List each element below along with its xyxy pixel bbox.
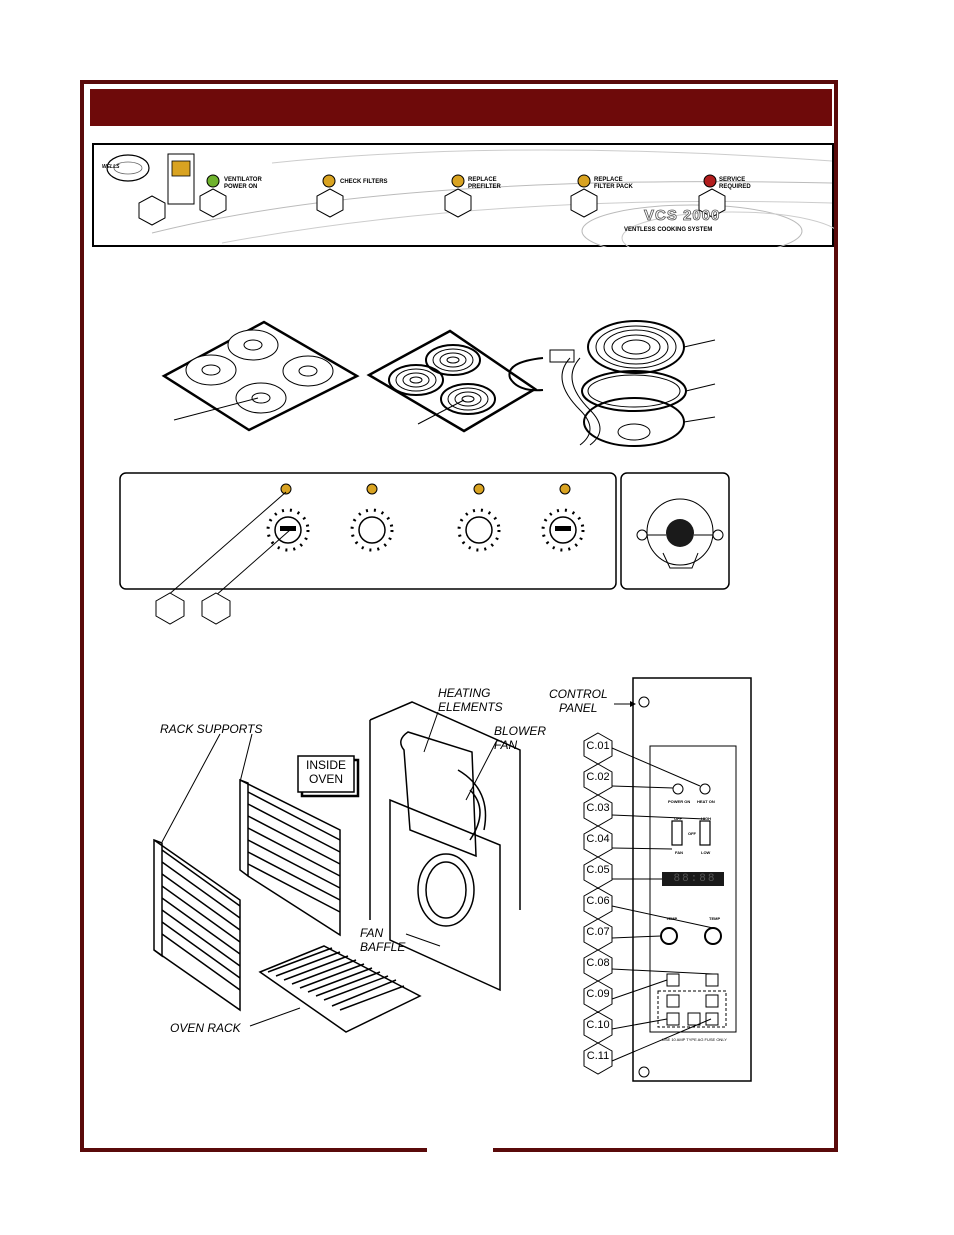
burner-knob bbox=[274, 516, 302, 544]
burner-control-panel bbox=[119, 472, 730, 625]
indicator-light bbox=[577, 174, 591, 188]
main-power-switch bbox=[666, 519, 694, 547]
fan-baffle bbox=[389, 798, 501, 992]
oven-interior-illustration bbox=[153, 701, 521, 1033]
temp-knob-left bbox=[660, 927, 678, 945]
oven-rack bbox=[258, 945, 422, 1033]
callout-c07: C.07 bbox=[586, 926, 610, 938]
callout-c02: C.02 bbox=[586, 771, 610, 783]
callout-hex bbox=[444, 188, 472, 218]
indicator-light bbox=[206, 174, 220, 188]
indicator-label: POWER ON bbox=[224, 184, 258, 190]
control-panel-label: PANEL bbox=[559, 701, 598, 715]
temp-knob-right bbox=[704, 927, 722, 945]
indicator-light bbox=[451, 174, 465, 188]
callout-hex bbox=[570, 188, 598, 218]
callout-c09: C.09 bbox=[586, 988, 610, 1000]
callout-hex bbox=[316, 188, 344, 218]
keypad-button bbox=[705, 973, 719, 987]
power-on-light bbox=[672, 783, 684, 795]
indicator-light bbox=[473, 483, 485, 495]
heat-on-light bbox=[699, 783, 711, 795]
section-title-bar bbox=[90, 89, 832, 126]
cooktop-illustrations bbox=[161, 320, 716, 447]
low-text: LOW bbox=[701, 850, 711, 855]
logo-text: WELLS bbox=[102, 164, 120, 170]
indicator-label: REPLACE bbox=[468, 177, 497, 183]
indicator-label: REPLACE bbox=[594, 177, 623, 183]
callout-c06: C.06 bbox=[586, 895, 610, 907]
heating-elements-label: ELEMENTS bbox=[438, 700, 503, 714]
keypad-button bbox=[666, 994, 680, 1008]
indicator-label: FILTER PACK bbox=[594, 184, 633, 190]
indicator-label: REQUIRED bbox=[719, 184, 751, 190]
oven-rack-label: OVEN RACK bbox=[170, 1021, 241, 1035]
fan-baffle-label: BAFFLE bbox=[360, 940, 406, 954]
fan-baffle-label: FAN bbox=[360, 926, 384, 940]
keypad-button bbox=[666, 1012, 680, 1026]
burner-knob bbox=[358, 516, 386, 544]
rack-supports-label: RACK SUPPORTS bbox=[160, 722, 263, 736]
indicator-label: PREFILTER bbox=[468, 184, 501, 190]
off-text: OFF bbox=[688, 831, 696, 836]
burner-knob bbox=[465, 516, 493, 544]
oven-control-panel bbox=[583, 677, 752, 1082]
callout-c10: C.10 bbox=[586, 1019, 610, 1031]
callout-hex bbox=[201, 592, 231, 625]
callout-hex bbox=[155, 592, 185, 625]
off-text: OFF bbox=[674, 816, 682, 821]
heating-elements-label: HEATING bbox=[438, 686, 491, 700]
timer-display bbox=[662, 872, 724, 886]
callout-c03: C.03 bbox=[586, 802, 610, 814]
temp-text: TEMP bbox=[666, 916, 678, 921]
callout-hex bbox=[199, 188, 227, 218]
high-text: HIGH bbox=[701, 816, 711, 821]
burner-knob bbox=[549, 516, 577, 544]
control-panel-label: CONTROL bbox=[549, 687, 608, 701]
indicator-label: CHECK FILTERS bbox=[340, 179, 388, 185]
timer-display-text: 88:88 bbox=[673, 873, 717, 885]
indicator-light bbox=[280, 483, 292, 495]
indicator-light bbox=[703, 174, 717, 188]
inside-oven-label: OVEN bbox=[308, 772, 343, 786]
callout-hex bbox=[138, 195, 166, 226]
blower-fan-label: FAN bbox=[494, 738, 518, 752]
frame-gap bbox=[427, 1146, 493, 1158]
model-name: VCS 2000 bbox=[644, 207, 721, 225]
fan-text: FAN bbox=[675, 850, 683, 855]
indicator-light bbox=[322, 174, 336, 188]
ventilator-status-panel bbox=[92, 143, 834, 247]
callout-c11: C.11 bbox=[586, 1050, 610, 1062]
inside-oven-box bbox=[297, 755, 355, 793]
indicator-label: VENTILATOR bbox=[224, 177, 262, 183]
indicator-light bbox=[559, 483, 571, 495]
power-on-text: POWER ON bbox=[668, 799, 691, 804]
callout-c01: C.01 bbox=[586, 740, 610, 752]
callout-c08: C.08 bbox=[586, 957, 610, 969]
indicator-light bbox=[366, 483, 378, 495]
callout-c05: C.05 bbox=[586, 864, 610, 876]
keypad-button bbox=[705, 1012, 719, 1026]
heat-switch bbox=[699, 820, 711, 846]
callout-c04: C.04 bbox=[586, 833, 610, 845]
inside-oven-label: INSIDE bbox=[305, 758, 346, 772]
temp-text: TEMP bbox=[709, 916, 721, 921]
keypad-button bbox=[705, 994, 719, 1008]
fuse-note: USE 10 AMP TYPE AG FUSE ONLY bbox=[662, 1037, 727, 1042]
fan-switch bbox=[671, 820, 683, 846]
wells-logo bbox=[106, 154, 150, 182]
coil-cooktop bbox=[366, 329, 538, 433]
model-subtitle: VENTLESS COOKING SYSTEM bbox=[624, 227, 713, 233]
blower-fan-label: BLOWER bbox=[494, 724, 547, 738]
indicator-label: SERVICE bbox=[719, 177, 746, 183]
keypad-button bbox=[666, 973, 680, 987]
heat-on-text: HEAT ON bbox=[697, 799, 715, 804]
callout-hex bbox=[698, 188, 726, 218]
keypad-button bbox=[687, 1012, 701, 1026]
